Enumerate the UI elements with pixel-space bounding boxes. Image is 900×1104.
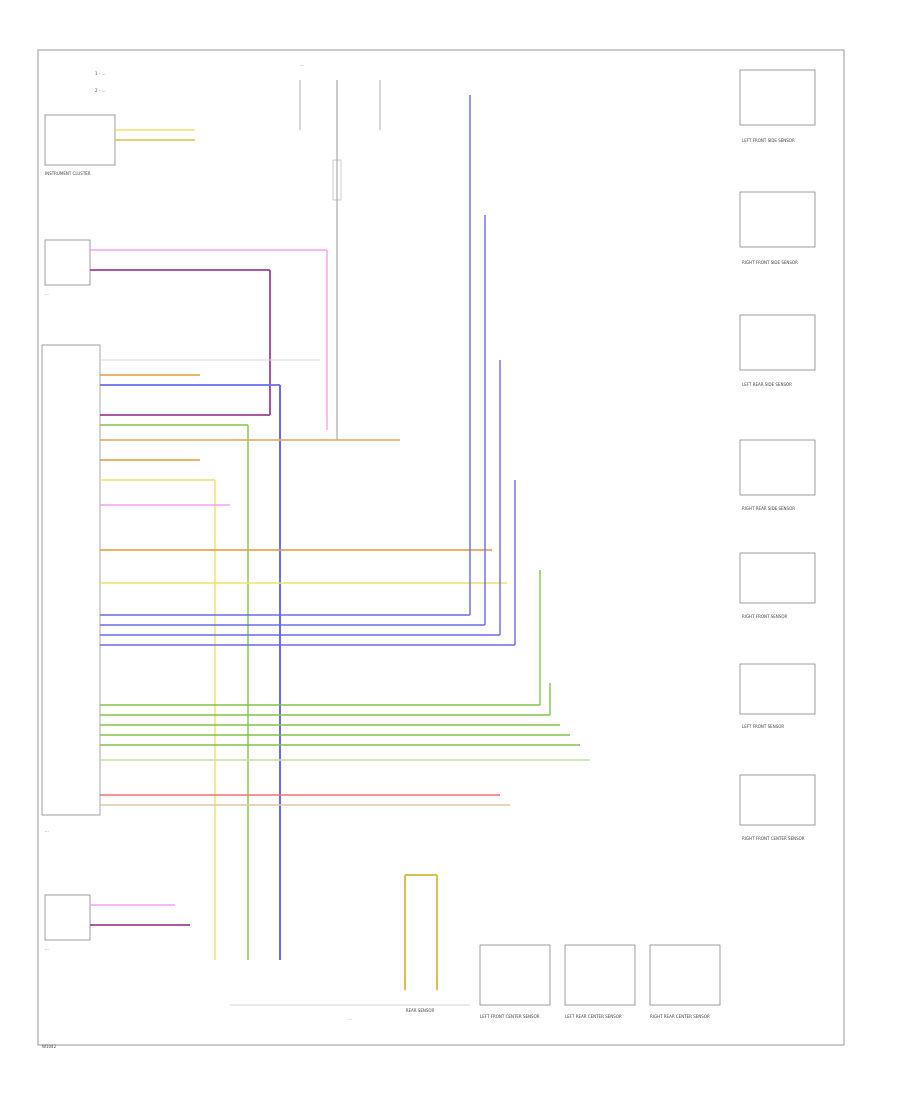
lower-left-module: ... (44, 894, 190, 951)
sensor-bottom-label-1: LEFT FRONT CENTER SENSOR (480, 1014, 540, 1019)
sensor-bottom-label-3: RIGHT REAR CENTER SENSOR (650, 1014, 710, 1019)
diagram-frame (37, 49, 845, 1046)
cassette-label: ... (348, 1016, 352, 1021)
sensor-right-label-7: RIGHT FRONT CENTER SENSOR (742, 836, 805, 841)
sensor-right-label-3: LEFT REAR SIDE SENSOR (742, 382, 792, 387)
central-power-feed: ... (299, 62, 381, 440)
green-harness (100, 570, 590, 806)
instrument-cluster-label: INSTRUMENT CLUSTER (45, 171, 91, 176)
main-module-label: ... (45, 828, 49, 833)
upper-left-module-label: ... (45, 291, 49, 296)
instrument-cluster: INSTRUMENT CLUSTER (44, 114, 195, 176)
right-harness (100, 95, 516, 646)
rear-sensor: REAR SENSOR (404, 874, 438, 1013)
module-harness (100, 359, 400, 960)
right-sensors: LEFT FRONT SIDE SENSOR RIGHT FRONT SIDE … (739, 69, 816, 841)
sensor-right-label-1: LEFT FRONT SIDE SENSOR (742, 138, 795, 143)
rear-sensor-label: REAR SENSOR (406, 1008, 435, 1013)
sensor-right-label-5: RIGHT FRONT SENSOR (742, 614, 787, 619)
lower-left-module-label: ... (45, 946, 49, 951)
sensor-right-label-4: RIGHT REAR SIDE SENSOR (742, 506, 795, 511)
sensor-right-label-6: LEFT FRONT SENSOR (742, 724, 784, 729)
upper-left-module: ... (44, 239, 328, 430)
main-module: ... (41, 344, 101, 833)
central-power-label: ... (300, 62, 304, 67)
legend: 1 - ... 2 - ... (95, 71, 105, 93)
legend-line-1: 1 - ... (95, 71, 105, 76)
switch-cassette: ... (230, 1004, 470, 1021)
legend-line-2: 2 - ... (95, 88, 105, 93)
bottom-sensors: LEFT FRONT CENTER SENSOR LEFT REAR CENTE… (479, 944, 721, 1019)
sensor-bottom-label-2: LEFT REAR CENTER SENSOR (565, 1014, 622, 1019)
sensor-right-label-2: RIGHT FRONT SIDE SENSOR (742, 260, 798, 265)
diagram-id: W1042 (42, 1044, 57, 1049)
